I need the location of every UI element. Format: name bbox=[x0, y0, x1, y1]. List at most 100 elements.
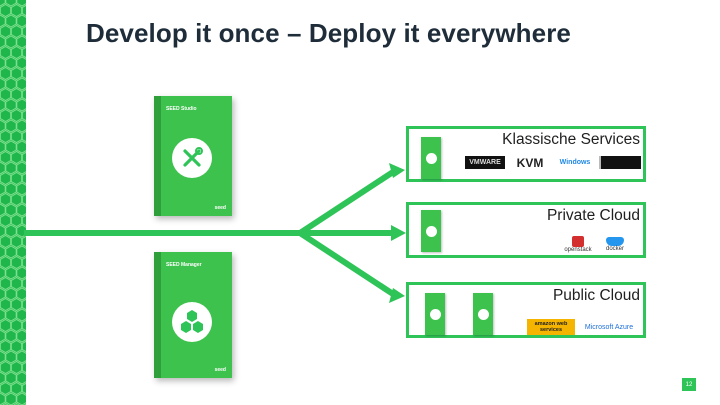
hexagon-cell bbox=[5, 350, 17, 364]
hexagon-cell bbox=[16, 161, 26, 175]
hexagon-cell bbox=[21, 319, 26, 332]
hexagon-cell bbox=[21, 361, 26, 374]
hexagon-cell bbox=[16, 245, 26, 259]
hexagon-cell bbox=[5, 287, 17, 301]
mini-product-box bbox=[421, 210, 441, 252]
hexagon-cell bbox=[21, 340, 26, 353]
hexagon-cell bbox=[16, 266, 26, 280]
hexagon-cell bbox=[5, 77, 17, 91]
hexagon-cell bbox=[0, 297, 12, 312]
hexagon-cell bbox=[5, 161, 17, 175]
hexagon-cell bbox=[0, 371, 6, 385]
product-box-manager: SEED Manager seed bbox=[154, 252, 232, 378]
target-klassische-services: Klassische Services VMWARE KVM Windows bbox=[406, 126, 646, 182]
hexagon-cell bbox=[5, 140, 17, 154]
hexagon-cell bbox=[16, 371, 26, 385]
hexagon-cluster-icon bbox=[172, 302, 212, 342]
hexagon-cell bbox=[0, 381, 12, 396]
hexagon-cell bbox=[5, 392, 17, 405]
hexagon-cell bbox=[0, 350, 6, 364]
hexagon-cell bbox=[5, 245, 17, 259]
mini-product-box bbox=[473, 293, 493, 335]
hexagon-cell bbox=[21, 67, 26, 80]
hexagon-cell bbox=[16, 35, 26, 49]
hexagon-pattern-band bbox=[0, 0, 26, 405]
hexagon-cell bbox=[0, 329, 6, 343]
hexagon-cell bbox=[16, 77, 26, 91]
hexagon-cell bbox=[0, 192, 12, 207]
hexagon-cell bbox=[21, 214, 26, 227]
hexagon-cell bbox=[0, 87, 12, 102]
tools-icon bbox=[172, 138, 212, 178]
amazon-web-services-logo: amazon web services bbox=[527, 319, 575, 335]
slide-title: Develop it once – Deploy it everywhere bbox=[86, 18, 571, 48]
hexagon-cell bbox=[10, 297, 23, 312]
hexagon-cell bbox=[16, 308, 26, 322]
product-box-spine bbox=[154, 252, 161, 378]
hexagon-cell bbox=[21, 151, 26, 164]
hexagon-cell bbox=[10, 3, 23, 18]
hexagon-cell bbox=[0, 24, 12, 39]
product-box-studio: SEED Studio seed bbox=[154, 96, 232, 216]
windows-logo: Windows bbox=[559, 159, 591, 166]
target-label: Klassische Services bbox=[502, 131, 640, 148]
hexagon-cell bbox=[0, 129, 12, 144]
hexagon-cell bbox=[0, 45, 12, 60]
hexagon-cell bbox=[10, 24, 23, 39]
hexagon-cell bbox=[10, 255, 23, 270]
hexagon-cell bbox=[10, 381, 23, 396]
hexagon-cell bbox=[0, 56, 6, 70]
hexagon-cell bbox=[0, 35, 6, 49]
hexagon-cell bbox=[0, 150, 12, 165]
branch-arrow-bottom bbox=[298, 230, 395, 297]
hexagon-cell bbox=[10, 45, 23, 60]
hexagon-cell bbox=[16, 224, 26, 238]
hexagon-cell bbox=[5, 266, 17, 280]
hexagon-cell bbox=[5, 182, 17, 196]
hexagon-cell bbox=[10, 129, 23, 144]
hexagon-cell bbox=[5, 119, 17, 133]
microsoft-azure-logo: Microsoft Azure bbox=[584, 324, 634, 331]
kvm-logo: KVM bbox=[516, 155, 544, 170]
hexagon-cell bbox=[16, 203, 26, 217]
mini-product-box bbox=[421, 137, 441, 179]
hexagon-cell bbox=[0, 203, 6, 217]
hexagon-cell bbox=[0, 224, 6, 238]
seed-logo: seed bbox=[214, 205, 226, 211]
hexagon-cell bbox=[5, 98, 17, 112]
product-box-spine bbox=[154, 96, 161, 216]
hexagon-cell bbox=[21, 130, 26, 143]
hexagon-cell bbox=[0, 213, 12, 228]
hexagon-cell bbox=[16, 14, 26, 28]
hexagon-cell bbox=[0, 276, 12, 291]
hexagon-cell bbox=[5, 308, 17, 322]
hexagon-cell bbox=[10, 87, 23, 102]
hexagon-cell bbox=[0, 182, 6, 196]
product-box-header: SEED Manager bbox=[166, 262, 202, 268]
vmware-logo: VMWARE bbox=[465, 156, 505, 169]
arrowhead-top bbox=[389, 163, 405, 178]
hexagon-cell bbox=[0, 255, 12, 270]
page-number: 12 bbox=[682, 378, 696, 391]
openstack-logo: openstack bbox=[564, 233, 592, 255]
arrowhead-middle bbox=[391, 225, 406, 241]
hexagon-cell bbox=[10, 360, 23, 375]
hexagon-cell bbox=[16, 287, 26, 301]
hexagon-cell bbox=[21, 298, 26, 311]
hexagon-cell bbox=[10, 213, 23, 228]
hexagon-cell bbox=[21, 382, 26, 395]
hexagon-cell bbox=[10, 318, 23, 333]
hexagon-cell bbox=[16, 0, 26, 7]
hexagon-cell bbox=[16, 140, 26, 154]
hexagon-cell bbox=[10, 192, 23, 207]
hexagon-cell bbox=[0, 77, 6, 91]
hexagon-cell bbox=[10, 171, 23, 186]
product-box-header: SEED Studio bbox=[166, 106, 197, 112]
hexagon-cell bbox=[5, 14, 17, 28]
hexagon-cell bbox=[21, 193, 26, 206]
hexagon-cell bbox=[21, 88, 26, 101]
hexagon-cell bbox=[5, 56, 17, 70]
hexagon-cell bbox=[10, 150, 23, 165]
hexagon-cell bbox=[5, 203, 17, 217]
hexagon-cell bbox=[10, 234, 23, 249]
